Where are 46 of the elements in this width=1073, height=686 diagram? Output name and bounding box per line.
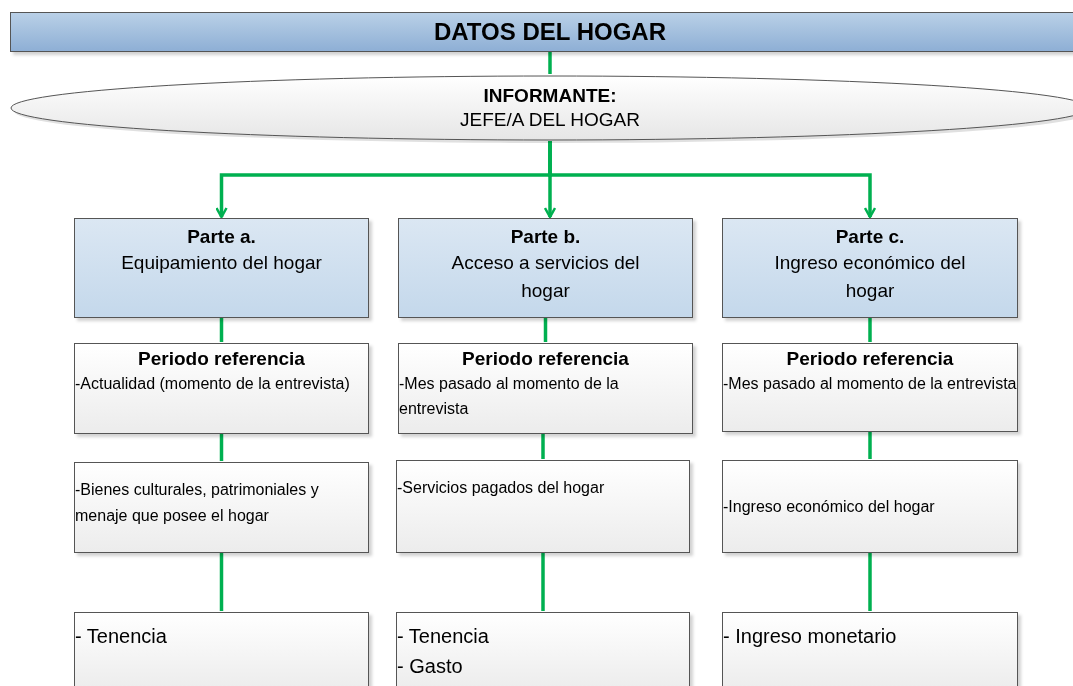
connector-line <box>868 318 872 342</box>
period-heading: Periodo referencia <box>785 347 955 371</box>
title-banner <box>10 12 1073 52</box>
section-box <box>398 218 693 318</box>
content-text: -Servicios pagados del hogar <box>397 478 606 498</box>
period-box <box>722 343 1018 432</box>
arrow <box>548 141 877 219</box>
connector-line <box>548 52 552 74</box>
section-box <box>74 218 369 318</box>
title-text: DATOS DEL HOGAR <box>434 17 666 47</box>
section-title: Equipamiento del hogar <box>120 250 323 275</box>
content-text: -Bienes culturales, patrimoniales y menaje que posee el hogar <box>75 480 320 526</box>
period-box <box>398 343 693 434</box>
section-heading: Parte b. <box>510 225 581 249</box>
item-box <box>396 612 690 686</box>
connector-line <box>868 553 872 611</box>
content-text: -Ingreso económico del hogar <box>723 496 936 517</box>
item-text: - Gasto <box>397 654 464 679</box>
period-heading: Periodo referencia <box>137 347 306 371</box>
connector-line <box>543 318 548 342</box>
content-box <box>74 462 369 553</box>
item-box <box>722 612 1018 686</box>
connector-line <box>219 434 224 461</box>
connector-line <box>219 553 224 611</box>
item-box <box>74 612 369 686</box>
connector-line <box>541 434 545 459</box>
connector-line <box>541 553 545 611</box>
section-title: Ingreso económico del hogar <box>773 250 967 304</box>
informant-heading: INFORMANTE: <box>483 84 617 108</box>
period-heading: Periodo referencia <box>461 347 630 371</box>
connector-line <box>868 432 872 459</box>
period-text: -Mes pasado al momento de la entrevista <box>723 373 1017 394</box>
section-title: Acceso a servicios del hogar <box>450 250 641 304</box>
section-heading: Parte c. <box>835 225 905 249</box>
item-text: - Ingreso monetario <box>723 624 898 649</box>
section-heading: Parte a. <box>187 225 256 249</box>
period-text: -Actualidad (momento de la entrevista) <box>75 373 351 394</box>
item-text: - Tenencia <box>397 624 490 649</box>
content-box <box>722 460 1018 553</box>
section-box <box>722 218 1018 318</box>
period-text: -Mes pasado al momento de la entrevista <box>399 373 620 420</box>
content-box <box>396 460 690 553</box>
period-box <box>74 343 369 434</box>
informant-text: JEFE/A DEL HOGAR <box>460 108 640 132</box>
connector-line <box>219 318 224 342</box>
item-text: - Tenencia <box>75 624 168 649</box>
